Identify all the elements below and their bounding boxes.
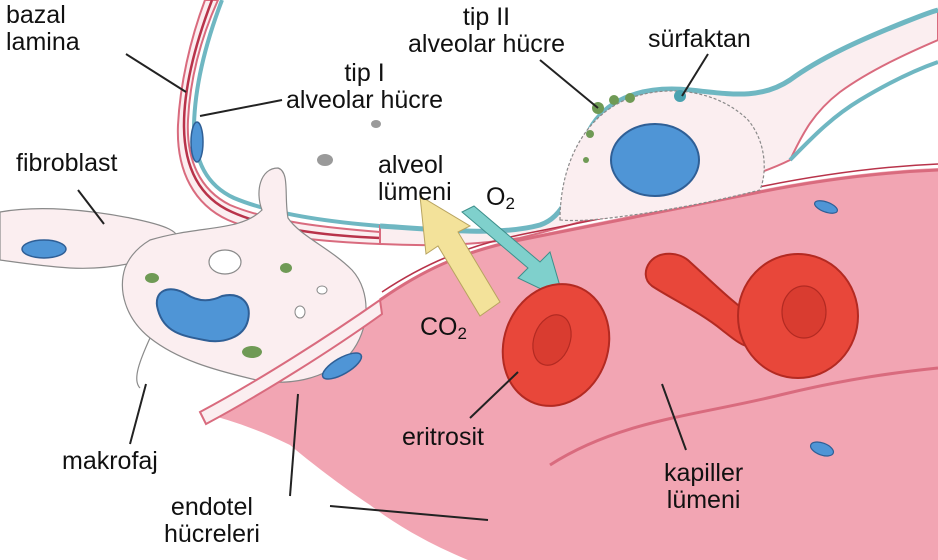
macrophage-granule [280,263,292,273]
macrophage-granule [295,306,305,318]
surfactant-granule [583,157,589,163]
label-surfaktan: sürfaktan [648,26,751,53]
erythrocyte-right-center [782,286,826,338]
macrophage-vacuole [209,250,241,274]
label-makrofaj: makrofaj [62,448,158,475]
fibroblast-nucleus [22,240,66,258]
label-eritrosit: eritrosit [402,424,484,451]
label-tip1-alveolar: tip I alveolar hücre [286,60,443,114]
dust-particle [371,120,381,128]
type1-nucleus [191,122,203,162]
leader-bazal-lamina [126,54,186,92]
leader-tip1 [200,100,282,116]
surfactant-granule [609,95,619,105]
macrophage-granule [242,346,262,358]
label-co2: CO2 [420,314,467,341]
macrophage-granule [145,273,159,283]
label-kapiller-lumeni: kapiller lümeni [664,460,743,514]
dust-particle [317,154,333,166]
type2-nucleus [611,124,699,196]
label-tip2-alveolar: tip II alveolar hücre [408,4,565,58]
leader-makrofaj [130,384,146,444]
surfactant-granule [625,93,635,103]
leader-tip2 [540,60,598,108]
label-alveol-lumeni: alveol lümeni [378,152,452,206]
label-endotel-hucreleri: endotel hücreleri [164,494,260,548]
label-o2: O2 [486,184,515,211]
label-fibroblast: fibroblast [16,150,117,177]
macrophage-pseudopod [137,338,150,388]
surfactant-granule [586,130,594,138]
label-bazal-lamina: bazal lamina [6,2,80,56]
macrophage-granule [317,286,327,294]
